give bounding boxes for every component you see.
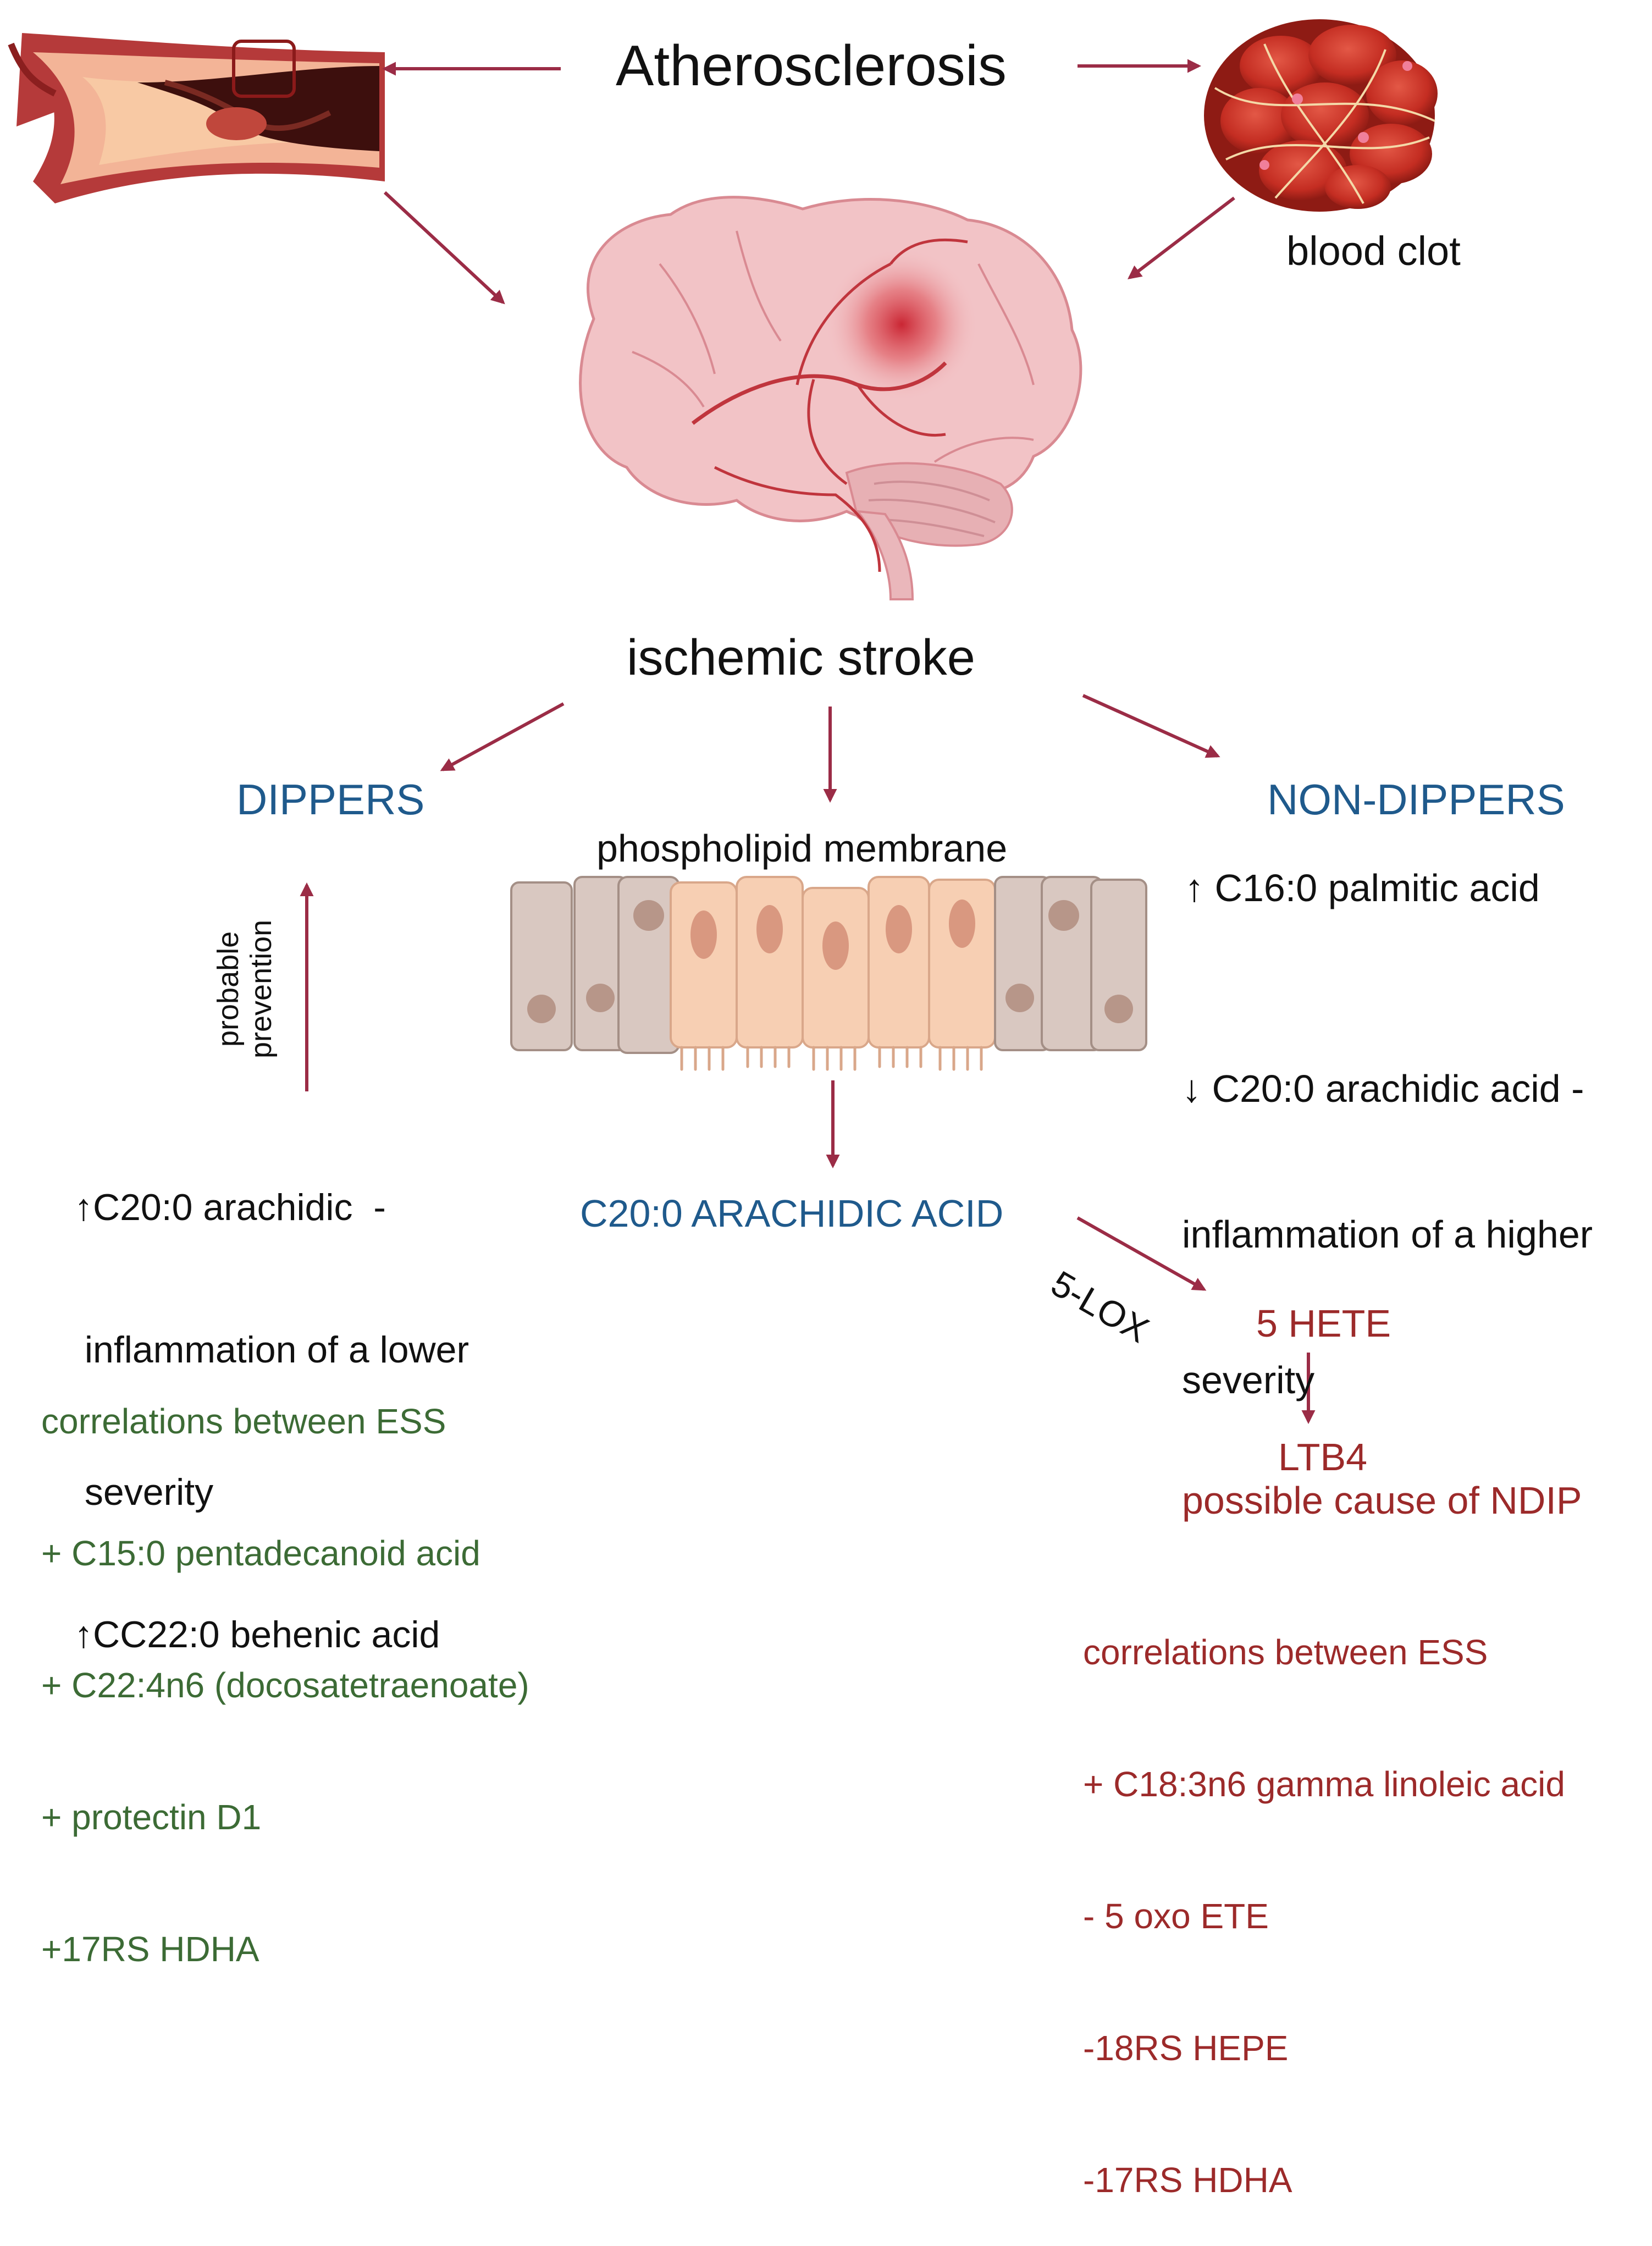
- non-dippers-heading: NON-DIPPERS: [1267, 775, 1565, 824]
- arrow-clot-to-brain: [1127, 196, 1235, 280]
- nd-corr-4: -18RS HEPE: [1083, 2028, 1289, 2068]
- brain-icon: [579, 196, 1082, 600]
- non-dippers-line-1: ↑ C16:0 palmitic acid: [1185, 867, 1540, 909]
- blood-clot-icon: [1204, 19, 1438, 212]
- prevention-word: prevention: [245, 919, 278, 1058]
- arrow-to-dippers: [440, 702, 565, 771]
- dippers-corr-1: correlations between ESS: [41, 1401, 446, 1441]
- non-dippers-line-3: inflammation of a higher: [1182, 1212, 1593, 1256]
- phospholipid-membrane-label: phospholipid membrane: [596, 827, 1008, 870]
- dippers-corr-4: + protectin D1: [41, 1797, 262, 1837]
- nd-corr-3: - 5 oxo ETE: [1083, 1896, 1269, 1936]
- 5-hete-label: 5 HETE: [1256, 1302, 1391, 1345]
- ltb4-label: LTB4: [1278, 1436, 1368, 1478]
- nd-corr-1: correlations between ESS: [1083, 1632, 1488, 1672]
- nd-corr-2: + C18:3n6 gamma linoleic acid: [1083, 1764, 1565, 1804]
- arrow-5lox: [1076, 1216, 1207, 1291]
- dippers-heading: DIPPERS: [236, 775, 425, 824]
- atherosclerosis-label: Atherosclerosis: [616, 34, 1007, 98]
- dippers-line-4: ↑CC22:0 behenic acid: [74, 1613, 440, 1655]
- blood-clot-label: blood clot: [1286, 228, 1461, 274]
- non-dippers-line-2: ↓ C20:0 arachidic acid -: [1182, 1067, 1584, 1111]
- probable-word: probable: [212, 931, 245, 1047]
- ndip-cause-label: possible cause of NDIP: [1182, 1479, 1582, 1522]
- dippers-line-2: inflammation of a lower: [74, 1328, 469, 1371]
- artery-plaque-icon: [8, 33, 385, 203]
- probable-prevention-label: probable prevention: [212, 920, 278, 1058]
- non-dippers-line-4: severity: [1182, 1358, 1315, 1401]
- dippers-corr-2: + C15:0 pentadecanoid acid: [41, 1533, 480, 1573]
- dippers-corr-3: + C22:4n6 (docosatetraenoate): [41, 1665, 529, 1705]
- non-dippers-severity: ↓ C20:0 arachidic acid - inflammation of…: [1182, 968, 1593, 1453]
- dippers-findings: ↑C20:0 arachidic - inflammation of a low…: [74, 1089, 469, 1706]
- dippers-corr-5: +17RS HDHA: [41, 1929, 259, 1969]
- epithelial-cells-icon: [510, 876, 1147, 1071]
- arrow-artery-to-brain: [383, 191, 505, 305]
- dippers-line-1: ↑C20:0 arachidic -: [74, 1186, 386, 1228]
- nd-corr-5: -17RS HDHA: [1083, 2160, 1292, 2200]
- ischemic-stroke-label: ischemic stroke: [627, 630, 975, 686]
- non-dippers-correlations: correlations between ESS + C18:3n6 gamma…: [1083, 1542, 1565, 2246]
- arachidic-acid-label: C20:0 ARACHIDIC ACID: [580, 1192, 1004, 1235]
- dippers-correlations: correlations between ESS + C15:0 pentade…: [41, 1311, 529, 2015]
- diagram-canvas: [8, 19, 1438, 1425]
- dippers-line-3: severity: [74, 1471, 214, 1513]
- arrow-to-non-dippers: [1082, 694, 1220, 758]
